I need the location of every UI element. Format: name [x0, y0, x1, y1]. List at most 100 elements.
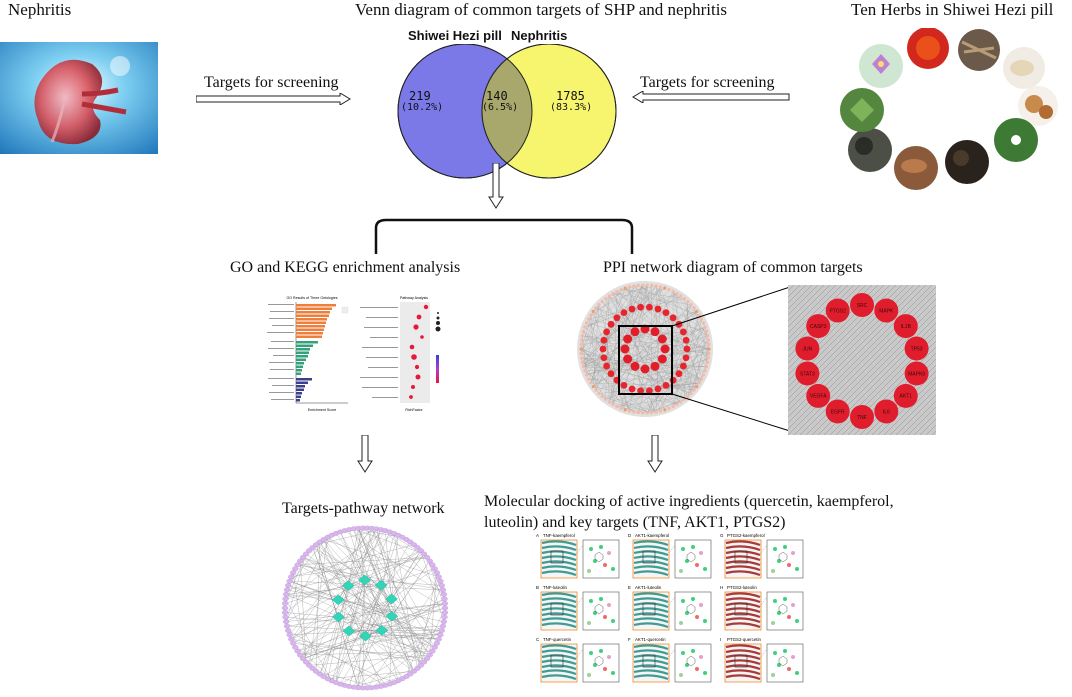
venn-title: Venn diagram of common targets of SHP an… — [355, 0, 727, 20]
docking-heading: Molecular docking of active ingredients … — [484, 491, 894, 533]
tp-target-node — [441, 592, 447, 596]
tp-target-node — [288, 637, 294, 641]
ppi-outer-node — [637, 284, 640, 287]
ppi-inner-node — [621, 345, 630, 354]
ppi-mid-node — [603, 329, 610, 336]
ppi-zoom-node-label: JUN — [803, 346, 813, 352]
docking-panel: F AKT1-quercetin — [628, 637, 711, 682]
targets-pathway-heading: Targets-pathway network — [282, 500, 445, 518]
ppi-outer-node — [619, 288, 622, 291]
ppi-mid-node — [608, 370, 615, 377]
tp-edge — [340, 532, 414, 671]
tp-edge — [313, 548, 382, 586]
nephritis-label: Nephritis — [8, 0, 71, 20]
tp-edge — [290, 581, 339, 600]
ppi-outer-node — [641, 283, 644, 286]
ppi-outer-node — [585, 321, 588, 324]
docking-panel-letter: B — [536, 585, 539, 590]
ppi-inner-node — [658, 335, 667, 344]
docking-panel-title: AKT1-quercetin — [635, 637, 666, 642]
split-bracket — [372, 206, 636, 256]
ppi-zoom-node-label: IL6 — [883, 409, 890, 415]
tp-pathway-node — [376, 625, 388, 635]
docking-panel-letter: G — [720, 533, 724, 538]
tp-target-node — [292, 566, 298, 570]
ppi-zoom-node-label: STAT3 — [800, 371, 815, 377]
ppi-outer-node — [597, 392, 600, 395]
ppi-mid-node — [637, 304, 644, 311]
ppi-mid-node — [600, 346, 607, 353]
ppi-outer-node — [587, 317, 590, 320]
venn-right-count: 1785 — [556, 89, 585, 103]
kegg-chart-title: Pathway Analysis — [400, 296, 428, 300]
tp-target-node — [436, 637, 442, 641]
tp-target-node — [434, 641, 440, 645]
ppi-mid-node — [621, 309, 628, 316]
ppi-outer-node — [601, 300, 604, 303]
docking-panel-letter: H — [720, 585, 723, 590]
tp-edge — [394, 533, 417, 668]
ppi-heading: PPI network diagram of common targets — [603, 259, 863, 277]
ppi-outer-node — [659, 285, 662, 288]
right-arrow — [196, 93, 351, 105]
tp-target-node — [442, 606, 448, 610]
tp-edge — [291, 600, 338, 639]
tp-target-node — [292, 645, 298, 649]
docking-panel-letter: D — [628, 533, 631, 538]
tp-edge — [385, 531, 391, 599]
ppi-outer-node — [632, 284, 635, 287]
ppi-outer-node — [624, 408, 627, 411]
ppi-mid-node — [613, 314, 620, 321]
ppi-zoom-node-label: MAPK8 — [908, 371, 925, 377]
tp-target-node — [285, 583, 291, 587]
go-kegg-heading: GO and KEGG enrichment analysis — [230, 259, 460, 277]
ppi-zoom-node-label: TNF — [857, 415, 867, 421]
ppi-outer-node — [611, 403, 614, 406]
tp-target-node — [295, 649, 301, 653]
tp-target-node — [434, 571, 440, 575]
tp-target-node — [439, 628, 445, 632]
ppi-inner-node — [651, 327, 660, 336]
tp-edge — [338, 617, 413, 671]
docking-panel-letter: F — [628, 637, 631, 642]
tp-target-node — [432, 645, 438, 649]
tp-edge — [338, 531, 385, 600]
tp-target-node — [283, 592, 289, 596]
ppi-inner-node — [631, 327, 640, 336]
ppi-outer-node — [594, 306, 597, 309]
ppi-zoom-node-label: PTGS2 — [829, 308, 846, 314]
ppi-outer-node — [589, 381, 592, 384]
left-arrow — [632, 91, 790, 103]
ppi-outer-node — [592, 385, 595, 388]
venn-right-set-label: Nephritis — [511, 28, 567, 43]
tp-target-node — [440, 624, 446, 628]
tp-edge — [291, 528, 372, 639]
docking-panel-title: TNF-quercetin — [543, 637, 572, 642]
kegg-chart-xlabel: RichFactor — [405, 408, 423, 412]
ppi-outer-node — [594, 389, 597, 392]
ppi-outer-node — [641, 411, 644, 414]
tp-edge — [298, 565, 365, 580]
ppi-outer-node — [632, 410, 635, 413]
tp-target-node — [290, 641, 296, 645]
tp-target-node — [287, 633, 293, 637]
ppi-zoom-node-label: VEGFA — [810, 394, 827, 400]
tp-edge — [287, 590, 444, 622]
tp-target-node — [287, 579, 293, 583]
ppi-mid-node — [646, 304, 653, 311]
ppi-outer-node — [650, 411, 653, 414]
ppi-outer-node — [583, 369, 586, 372]
tp-target-node — [284, 624, 290, 628]
ppi-outer-node — [583, 326, 586, 329]
go-bar-chart: GO Results of Three Ontologies Enrichmen… — [264, 293, 352, 415]
docking-panel-title: AKT1-luteolin — [635, 585, 662, 590]
tp-edge — [309, 655, 429, 665]
tp-target-node — [290, 571, 296, 575]
